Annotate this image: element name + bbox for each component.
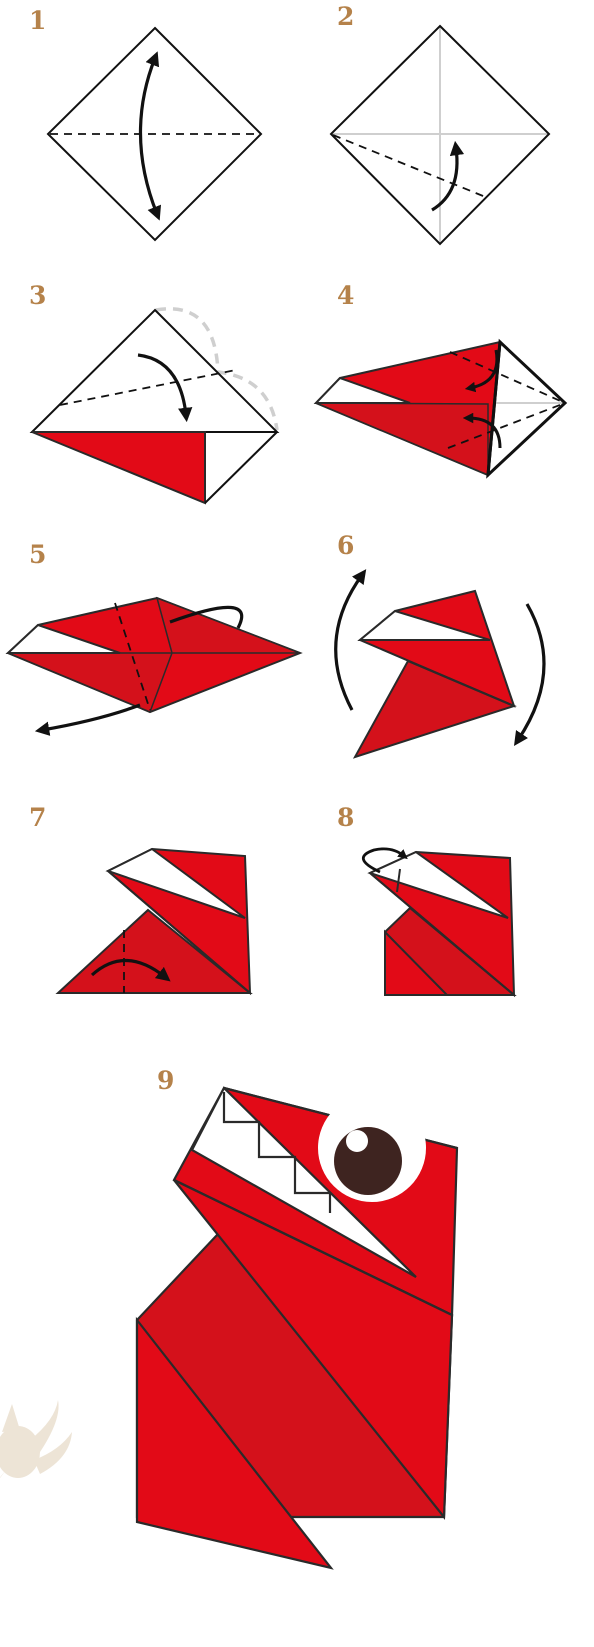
red-kite-lower — [316, 403, 488, 475]
step-5-diagram — [8, 598, 300, 730]
step-8-diagram — [363, 849, 514, 995]
footprint-icon — [0, 1400, 72, 1479]
red-folded-flap — [32, 432, 205, 503]
dinosaur-eye-icon — [318, 1094, 426, 1202]
step-6-diagram — [336, 575, 544, 757]
step-2-diagram — [331, 26, 549, 244]
step-3-diagram — [32, 309, 277, 503]
step-9-finished-dinosaur — [137, 1088, 457, 1568]
rotate-arrow-icon — [518, 604, 544, 740]
rotate-arrow-icon — [336, 575, 362, 710]
step-7-diagram — [58, 849, 250, 993]
fold-line — [333, 135, 488, 198]
fold-arrow-icon — [42, 705, 140, 730]
step-1-diagram — [48, 28, 261, 240]
step-4-diagram — [316, 342, 565, 475]
fold-arrow-icon — [432, 148, 457, 210]
square-top-half — [32, 310, 277, 432]
